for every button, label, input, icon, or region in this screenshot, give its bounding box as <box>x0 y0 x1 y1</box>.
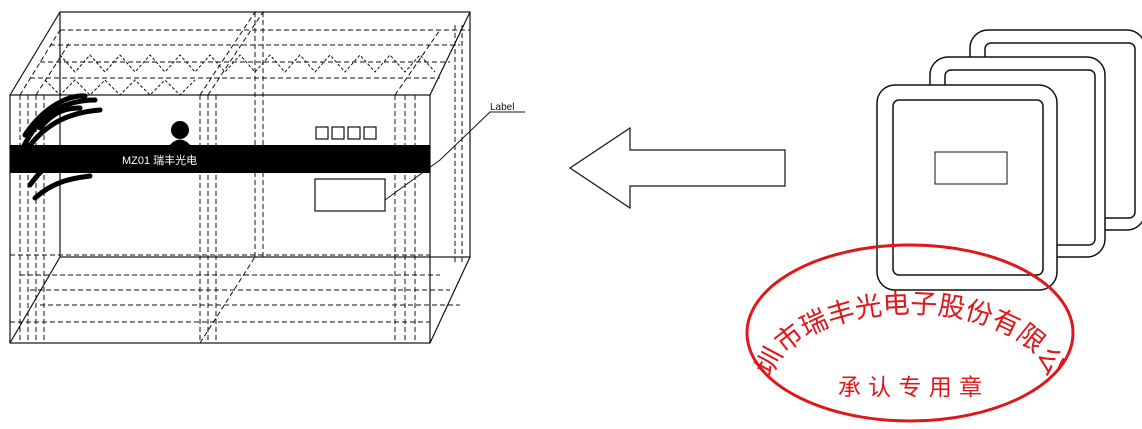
label-callout-line <box>384 111 525 201</box>
inner-box-stack <box>876 29 1142 291</box>
person-icon <box>168 121 192 147</box>
label-callout-text: Label <box>490 102 514 113</box>
seal-inner-text: 承 认 专 用 章 <box>838 375 982 401</box>
inner-box-label <box>934 151 1008 185</box>
left-arrow-icon <box>568 126 786 210</box>
carton-band <box>10 145 430 173</box>
carton-band-text: MZ01 瑞丰光电 <box>122 153 197 167</box>
carton-back-frame <box>59 11 471 258</box>
carton-label-box <box>314 178 386 212</box>
carton-front-frame <box>9 94 431 344</box>
carton-marking-squares <box>315 126 377 140</box>
